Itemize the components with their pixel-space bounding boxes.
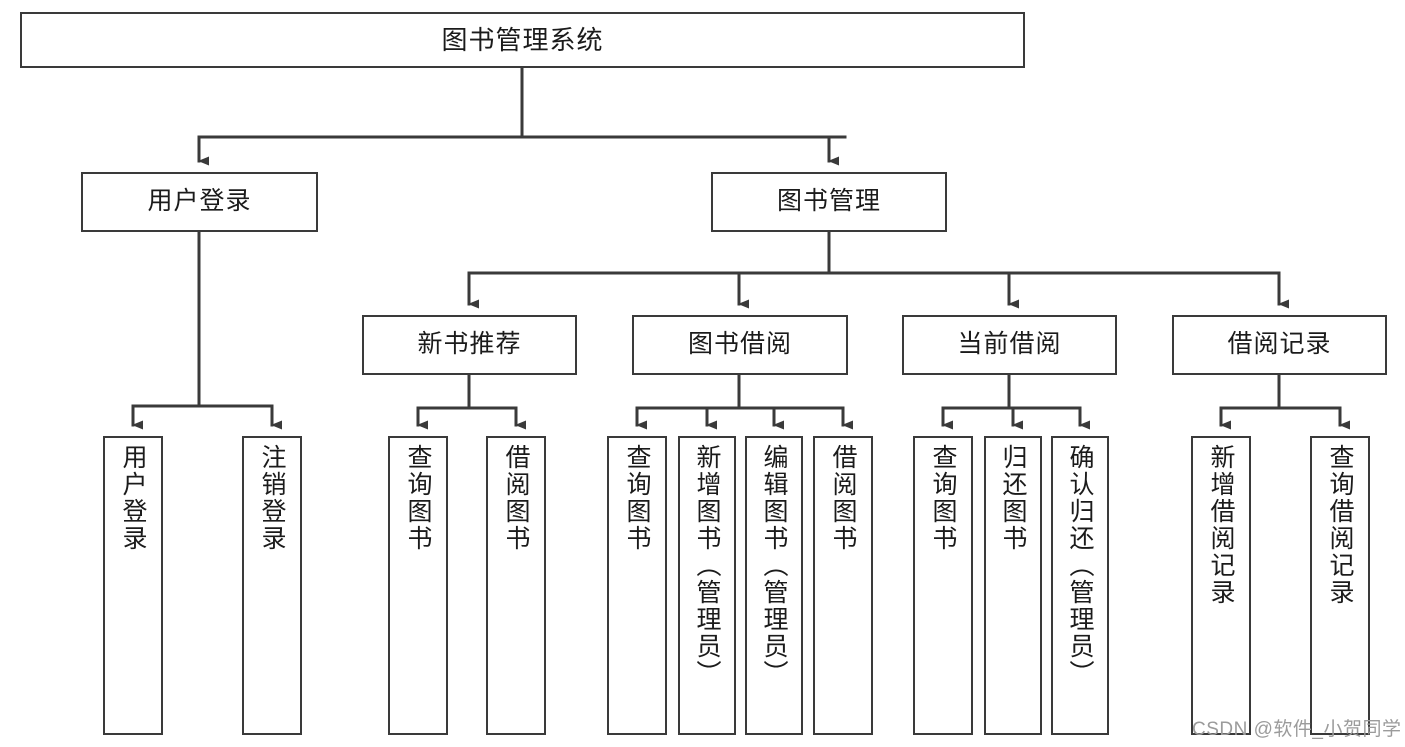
node-leaf-confirm-return[interactable]: 确认归还（管理员） [1051,436,1109,735]
node-leaf-user-login[interactable]: 用户登录 [103,436,163,735]
node-borrow-record[interactable]: 借阅记录 [1172,315,1387,375]
node-leaf-user-logout[interactable]: 注销登录 [242,436,302,735]
node-leaf-query-book-2-label: 查询图书 [623,444,651,552]
node-new-book-recommend[interactable]: 新书推荐 [362,315,577,375]
node-leaf-edit-book[interactable]: 编辑图书（管理员） [745,436,803,735]
node-borrow-record-label: 借阅记录 [1227,330,1332,359]
node-user-login-label: 用户登录 [147,187,252,216]
node-leaf-borrow-book-1-label: 借阅图书 [502,444,530,552]
node-book-manage-label: 图书管理 [776,187,881,216]
node-leaf-query-book-1[interactable]: 查询图书 [388,436,448,735]
node-leaf-query-book-3[interactable]: 查询图书 [913,436,973,735]
node-leaf-confirm-return-label: 确认归还（管理员） [1066,444,1094,687]
node-current-borrow[interactable]: 当前借阅 [902,315,1117,375]
node-leaf-add-book[interactable]: 新增图书（管理员） [678,436,736,735]
node-leaf-user-logout-label: 注销登录 [258,444,286,552]
node-leaf-query-record-label: 查询借阅记录 [1326,444,1354,606]
node-new-book-recommend-label: 新书推荐 [417,330,522,359]
node-book-manage[interactable]: 图书管理 [711,172,947,232]
node-root[interactable]: 图书管理系统 [20,12,1025,68]
node-leaf-add-record[interactable]: 新增借阅记录 [1191,436,1251,735]
node-user-login[interactable]: 用户登录 [81,172,318,232]
node-leaf-query-book-3-label: 查询图书 [929,444,957,552]
node-book-borrow-label: 图书借阅 [687,330,792,359]
node-root-label: 图书管理系统 [441,24,604,55]
node-leaf-borrow-book-1[interactable]: 借阅图书 [486,436,546,735]
node-leaf-edit-book-label: 编辑图书（管理员） [760,444,788,687]
csdn-watermark: CSDN @软件_小贺同学 [1192,719,1402,740]
node-leaf-query-book-1-label: 查询图书 [404,444,432,552]
node-leaf-user-login-label: 用户登录 [119,444,147,552]
node-current-borrow-label: 当前借阅 [957,330,1062,359]
node-leaf-add-record-label: 新增借阅记录 [1207,444,1235,606]
node-leaf-add-book-label: 新增图书（管理员） [693,444,721,687]
node-leaf-query-record[interactable]: 查询借阅记录 [1310,436,1370,735]
node-book-borrow[interactable]: 图书借阅 [632,315,848,375]
node-leaf-return-book[interactable]: 归还图书 [984,436,1042,735]
node-leaf-borrow-book-2-label: 借阅图书 [829,444,857,552]
node-leaf-return-book-label: 归还图书 [999,444,1027,552]
node-leaf-borrow-book-2[interactable]: 借阅图书 [813,436,873,735]
node-leaf-query-book-2[interactable]: 查询图书 [607,436,667,735]
